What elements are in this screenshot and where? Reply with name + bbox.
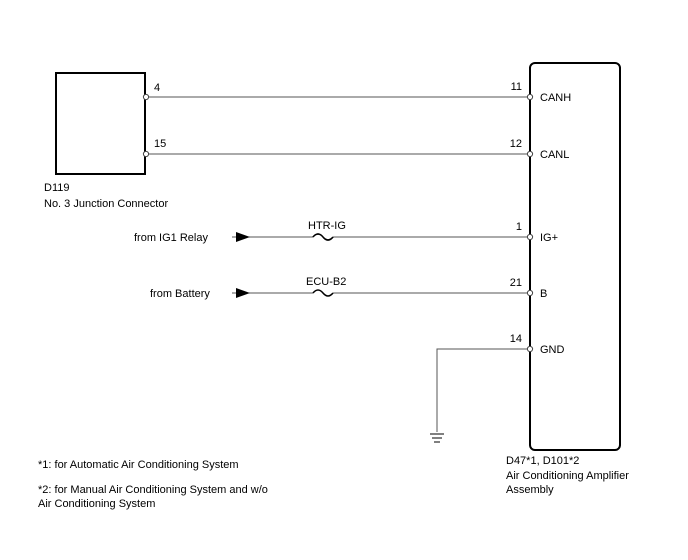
amp-pin-number: 11 — [511, 81, 522, 93]
amp-signal-name: CANH — [540, 92, 571, 104]
fuse-label: HTR-IG — [308, 220, 346, 232]
amp-pin-11-terminal — [526, 93, 534, 101]
footnote: Air Conditioning System — [38, 498, 155, 510]
ecu-b2-fuse-icon — [312, 289, 334, 297]
source-label: from IG1 Relay — [134, 232, 208, 244]
amplifier-name: Air Conditioning Amplifier — [506, 470, 629, 482]
amp-signal-name: IG+ — [540, 232, 558, 244]
amplifier-code: D47*1, D101*2 — [506, 455, 579, 467]
amplifier-name: Assembly — [506, 484, 554, 496]
battery-arrow-icon — [236, 288, 250, 298]
amp-pin-number: 1 — [516, 221, 522, 233]
amp-signal-name: B — [540, 288, 547, 300]
junction-connector-box — [55, 72, 146, 175]
amp-signal-name: GND — [540, 344, 565, 356]
amp-pin-number: 21 — [510, 277, 522, 289]
footnote: *2: for Manual Air Conditioning System a… — [38, 484, 268, 496]
source-label: from Battery — [150, 288, 210, 300]
junction-connector-code: D119 — [44, 182, 69, 194]
junction-connector-name: No. 3 Junction Connector — [44, 198, 168, 210]
fuse-label: ECU-B2 — [306, 276, 346, 288]
gnd-wire — [436, 348, 530, 432]
jc-pin-number: 15 — [154, 138, 166, 150]
amp-pin-12-terminal — [526, 150, 534, 158]
ig-arrow-icon — [236, 232, 250, 242]
amp-pin-14-terminal — [526, 345, 534, 353]
amp-pin-21-terminal — [526, 289, 534, 297]
jc-pin-4-terminal — [142, 93, 150, 101]
amp-pin-number: 12 — [510, 138, 522, 150]
amplifier-box — [529, 62, 621, 451]
amp-pin-1-terminal — [526, 233, 534, 241]
amp-signal-name: CANL — [540, 149, 569, 161]
jc-pin-15-terminal — [142, 150, 150, 158]
ground-icon — [430, 433, 444, 443]
jc-pin-number: 4 — [154, 82, 160, 94]
amp-pin-number: 14 — [510, 333, 522, 345]
footnote: *1: for Automatic Air Conditioning Syste… — [38, 459, 239, 471]
